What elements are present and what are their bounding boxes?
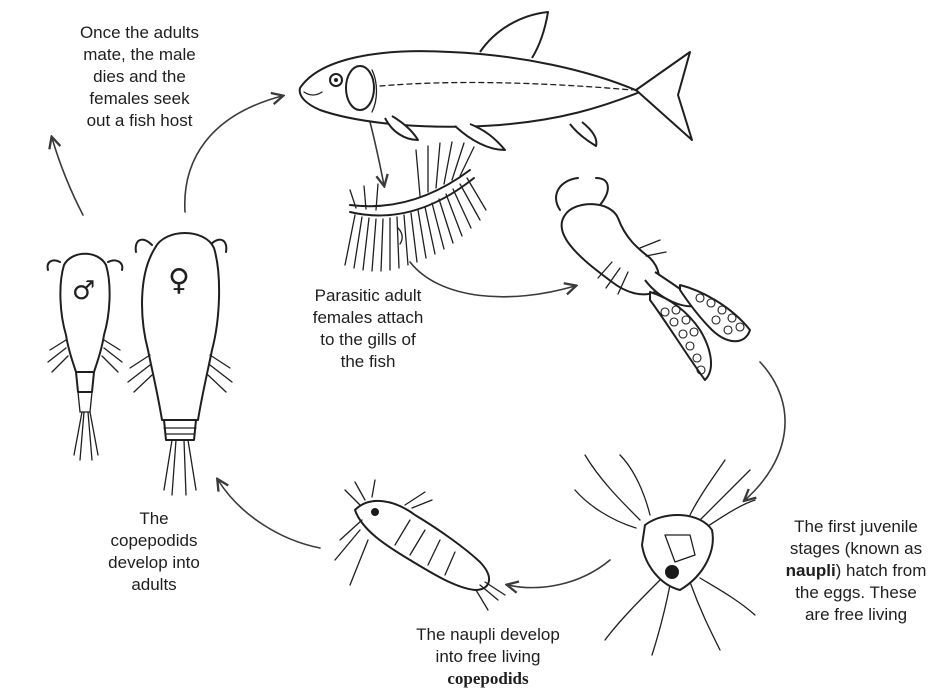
caption-attach-line: the fish bbox=[288, 351, 448, 373]
copepodid-illustration bbox=[335, 480, 505, 610]
caption-nauplii-line: The first juvenile bbox=[770, 516, 942, 538]
caption-mating-line: out a fish host bbox=[52, 110, 227, 132]
caption-mating-line: dies and the bbox=[52, 66, 227, 88]
caption-nauplii: The first juvenile stages (known as naup… bbox=[770, 516, 942, 626]
caption-adults-line: copepodids bbox=[94, 530, 214, 552]
egg-bearing-female-illustration bbox=[556, 178, 750, 380]
caption-adults: The copepodids develop into adults bbox=[94, 508, 214, 596]
caption-mating-line: Once the adults bbox=[52, 22, 227, 44]
caption-attach-line: Parasitic adult bbox=[288, 285, 448, 307]
gill-illustration bbox=[345, 142, 486, 271]
copepodids-term: copepodids bbox=[388, 668, 588, 690]
fish-illustration bbox=[300, 12, 692, 150]
caption-attach: Parasitic adult females attach to the gi… bbox=[288, 285, 448, 373]
caption-adults-line: The bbox=[94, 508, 214, 530]
caption-nauplii-line: stages (known as bbox=[770, 538, 942, 560]
caption-nauplii-line: the eggs. These bbox=[770, 582, 942, 604]
caption-copepodids: The naupli develop into free living cope… bbox=[388, 624, 588, 690]
female-symbol: ♀ bbox=[168, 266, 190, 296]
naupli-term: naupli bbox=[786, 561, 836, 580]
caption-nauplii-line: are free living bbox=[770, 604, 942, 626]
arrow-naupli-to-copepodid bbox=[508, 560, 610, 588]
caption-attach-line: females attach bbox=[288, 307, 448, 329]
caption-copepodids-line: The naupli develop bbox=[388, 624, 588, 646]
caption-attach-line: to the gills of bbox=[288, 329, 448, 351]
arrow-male-to-caption bbox=[52, 138, 83, 215]
nauplius-illustration bbox=[575, 455, 755, 655]
arrow-fish-to-gill bbox=[370, 122, 384, 185]
caption-adults-line: develop into bbox=[94, 552, 214, 574]
male-symbol: ♂ bbox=[72, 278, 95, 304]
caption-copepodids-line: into free living bbox=[388, 646, 588, 668]
arrow-egg-female-to-naupli bbox=[745, 362, 785, 500]
caption-nauplii-line-rest: ) hatch from bbox=[836, 561, 927, 580]
caption-mating-line: females seek bbox=[52, 88, 227, 110]
caption-mating-line: mate, the male bbox=[52, 44, 227, 66]
caption-mating: Once the adults mate, the male dies and … bbox=[52, 22, 227, 132]
caption-nauplii-line: naupli) hatch from bbox=[770, 560, 942, 582]
arrow-copepodid-to-adults bbox=[218, 480, 320, 548]
caption-adults-line: adults bbox=[94, 574, 214, 596]
